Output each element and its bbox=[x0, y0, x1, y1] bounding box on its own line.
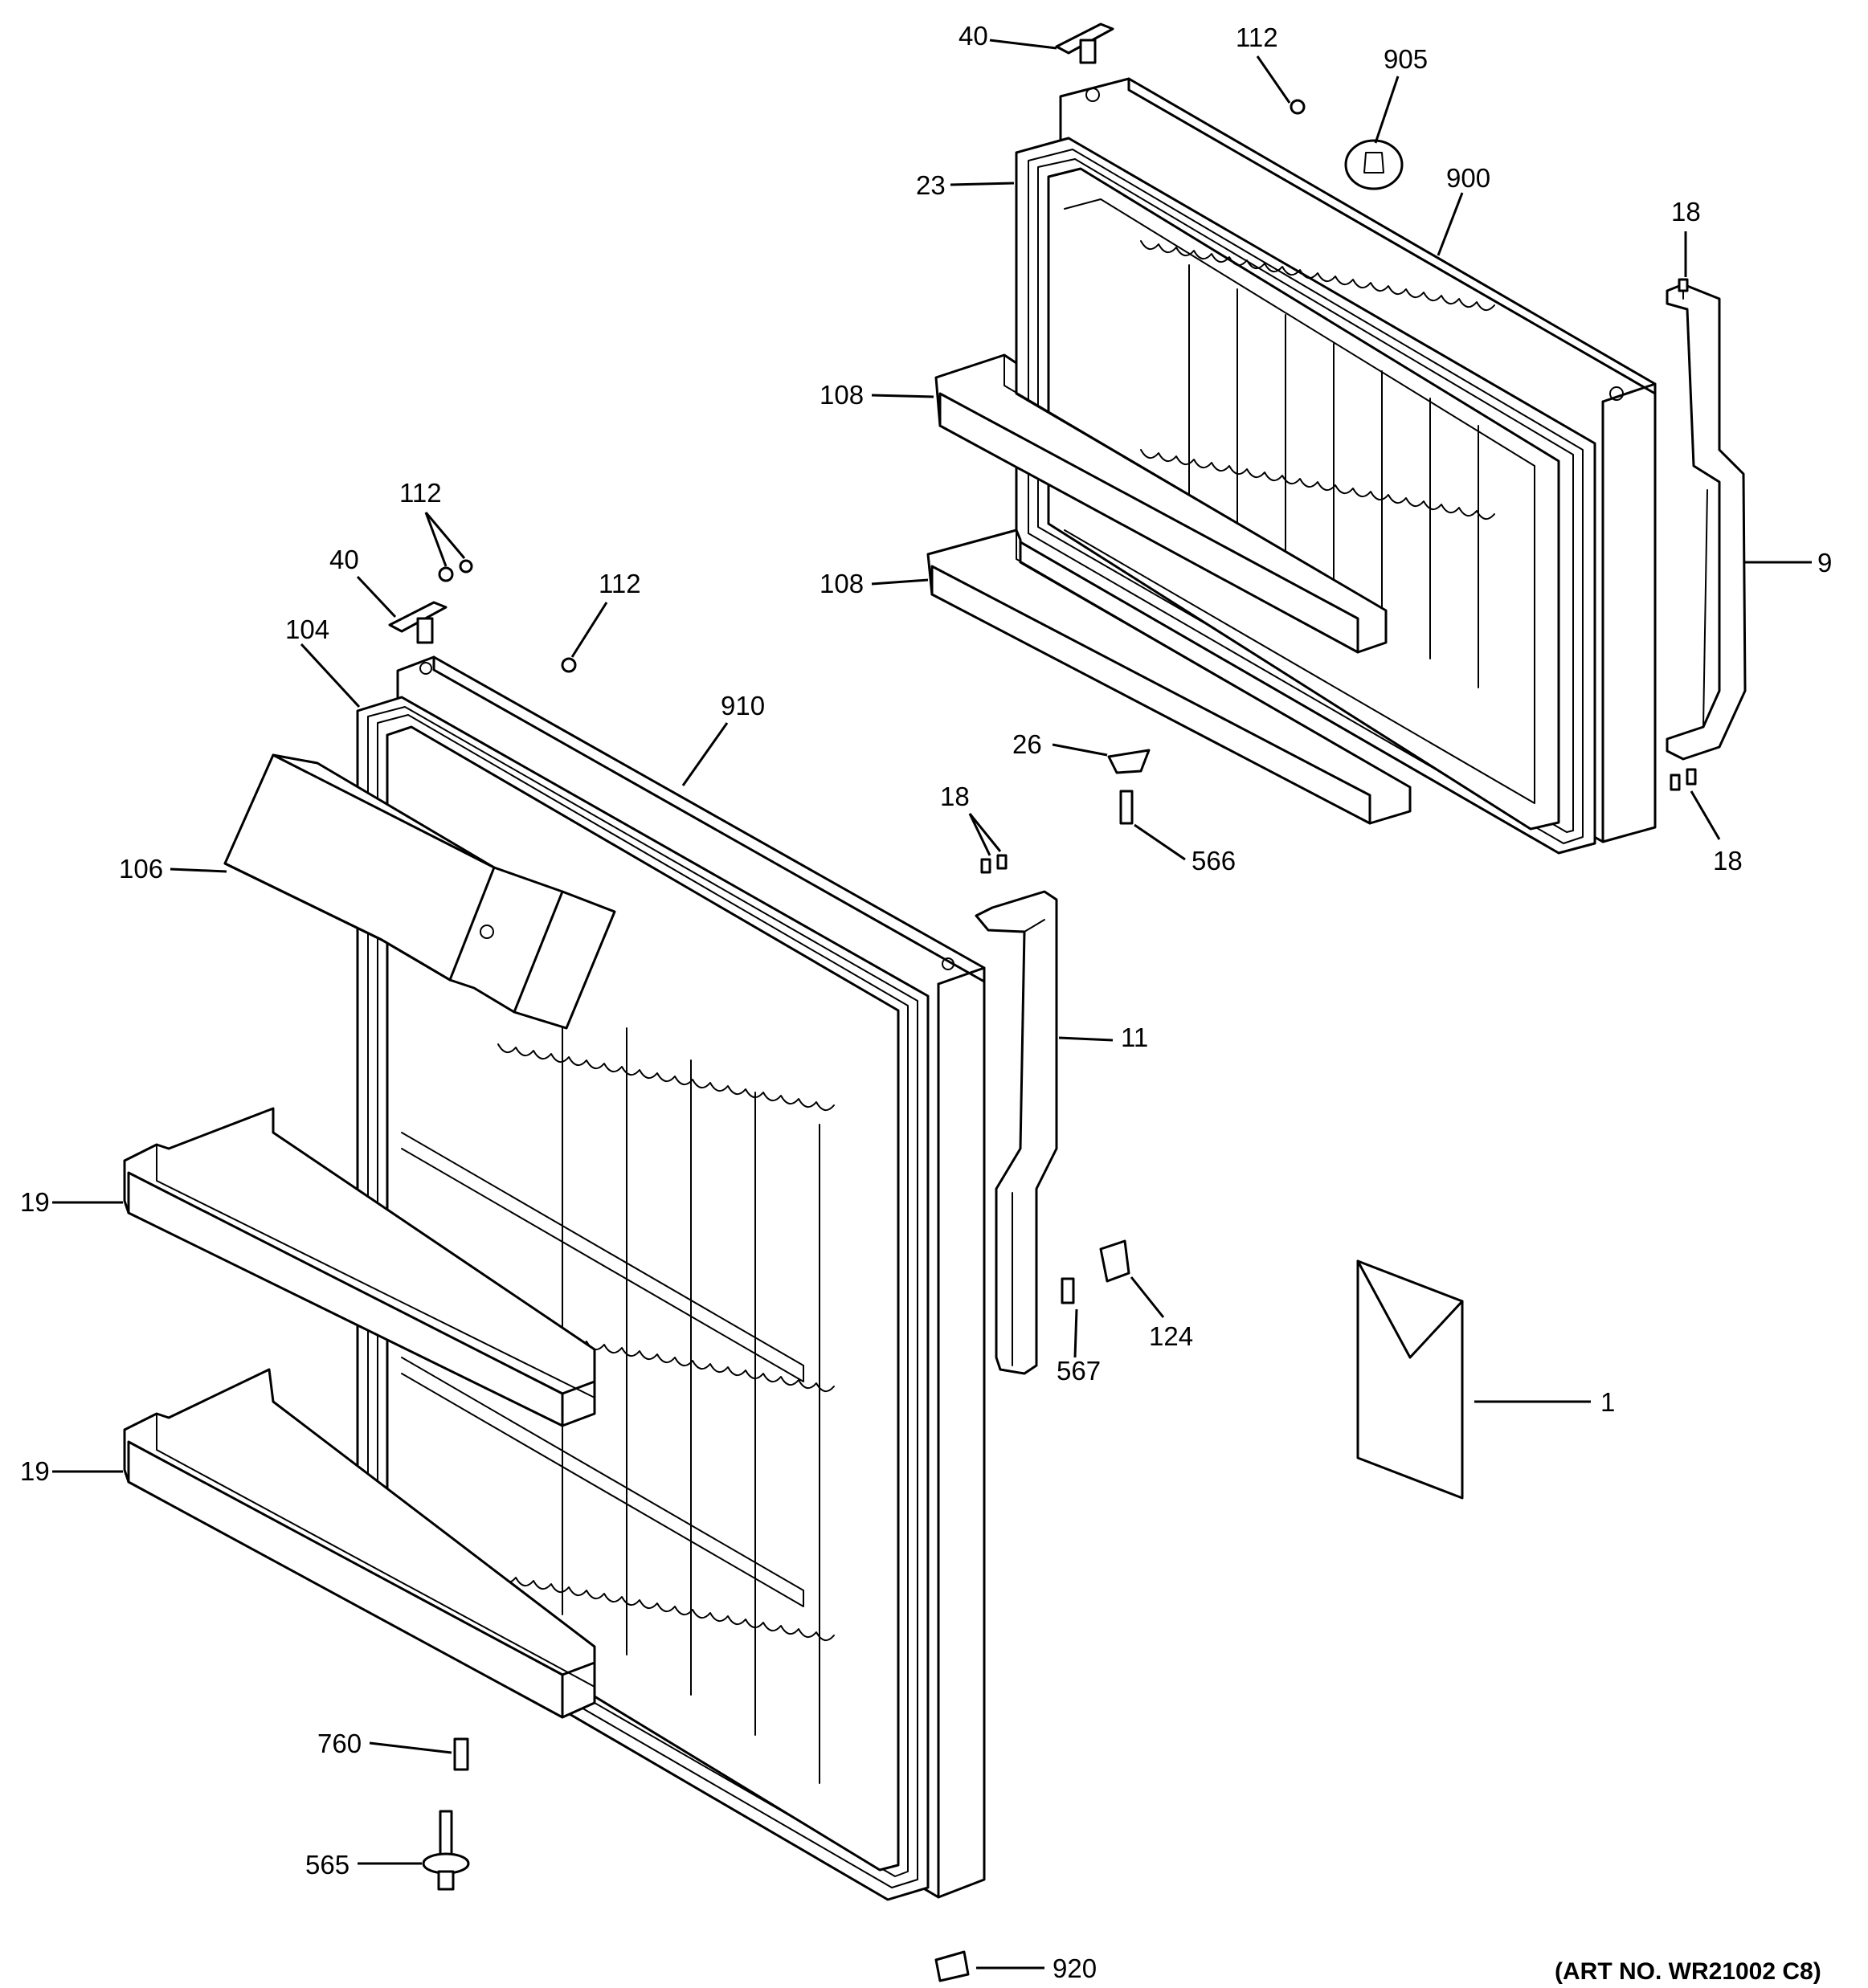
leader-lines bbox=[52, 39, 1812, 1970]
callout-1: 1 bbox=[1600, 1387, 1615, 1417]
fresh-food-door-bin-lower bbox=[123, 1368, 596, 1719]
callout-18-top: 18 bbox=[1671, 197, 1701, 227]
freezer-door-liner bbox=[1047, 167, 1560, 831]
fresh-food-door-bin-upper bbox=[123, 1107, 596, 1427]
callout-108-upper: 108 bbox=[820, 380, 864, 410]
callout-108-lower: 108 bbox=[820, 569, 864, 598]
callout-905: 905 bbox=[1384, 44, 1428, 74]
screw-18-right-a bbox=[1670, 774, 1681, 791]
screw-566 bbox=[1119, 790, 1134, 825]
plug-905 bbox=[1344, 139, 1404, 190]
art-number: (ART NO. WR21002 C8) bbox=[1555, 1958, 1821, 1985]
screw-18-right-b bbox=[1686, 768, 1697, 786]
callout-104: 104 bbox=[285, 614, 329, 644]
callout-18-mid: 18 bbox=[940, 782, 970, 811]
freezer-door-handle bbox=[1666, 283, 1747, 761]
callout-18-right: 18 bbox=[1713, 846, 1743, 876]
callout-112-mid: 112 bbox=[599, 569, 641, 598]
screw-112-top bbox=[1290, 99, 1306, 115]
callout-566: 566 bbox=[1192, 846, 1236, 876]
callout-40-top: 40 bbox=[959, 21, 988, 51]
screw-567 bbox=[1061, 1277, 1075, 1304]
screw-112-mid bbox=[561, 657, 577, 673]
fresh-food-door-assembly bbox=[123, 655, 986, 1901]
hinge-cover-top bbox=[1055, 22, 1114, 64]
bracket-124 bbox=[1099, 1239, 1130, 1283]
callout-106: 106 bbox=[119, 854, 163, 884]
cap-26 bbox=[1107, 749, 1151, 774]
callout-19-lower: 19 bbox=[20, 1456, 50, 1486]
callout-910: 910 bbox=[721, 691, 765, 720]
screw-18-mid-b bbox=[996, 854, 1008, 870]
callout-760: 760 bbox=[317, 1729, 362, 1758]
callout-567: 567 bbox=[1057, 1356, 1101, 1386]
callout-11: 11 bbox=[1121, 1023, 1148, 1052]
callout-112-pair: 112 bbox=[399, 478, 442, 508]
literature-envelope bbox=[1356, 1259, 1464, 1500]
callout-labels: 40 112 905 23 900 18 108 108 9 26 566 18… bbox=[20, 21, 1832, 1985]
hinge-cover-left bbox=[388, 601, 448, 644]
cap-920 bbox=[934, 1950, 970, 1982]
screw-18-top bbox=[1678, 278, 1689, 292]
callout-900: 900 bbox=[1446, 163, 1490, 193]
callout-124: 124 bbox=[1149, 1321, 1193, 1351]
screw-112-b bbox=[459, 559, 473, 574]
screw-112-a bbox=[438, 566, 454, 582]
callout-112-top: 112 bbox=[1236, 22, 1278, 52]
screw-18-mid-a bbox=[980, 858, 991, 874]
callout-565: 565 bbox=[305, 1850, 349, 1880]
bolt-760 bbox=[453, 1737, 469, 1771]
fresh-food-door-handle bbox=[975, 890, 1058, 1375]
callout-26: 26 bbox=[1012, 729, 1042, 759]
callout-23: 23 bbox=[916, 170, 946, 200]
callout-40-left: 40 bbox=[329, 545, 359, 574]
callout-920: 920 bbox=[1053, 1953, 1097, 1983]
freezer-door-assembly bbox=[926, 77, 1657, 855]
callout-9: 9 bbox=[1817, 548, 1832, 578]
hinge-pin-565 bbox=[422, 1810, 470, 1891]
callout-19-upper: 19 bbox=[20, 1187, 50, 1217]
